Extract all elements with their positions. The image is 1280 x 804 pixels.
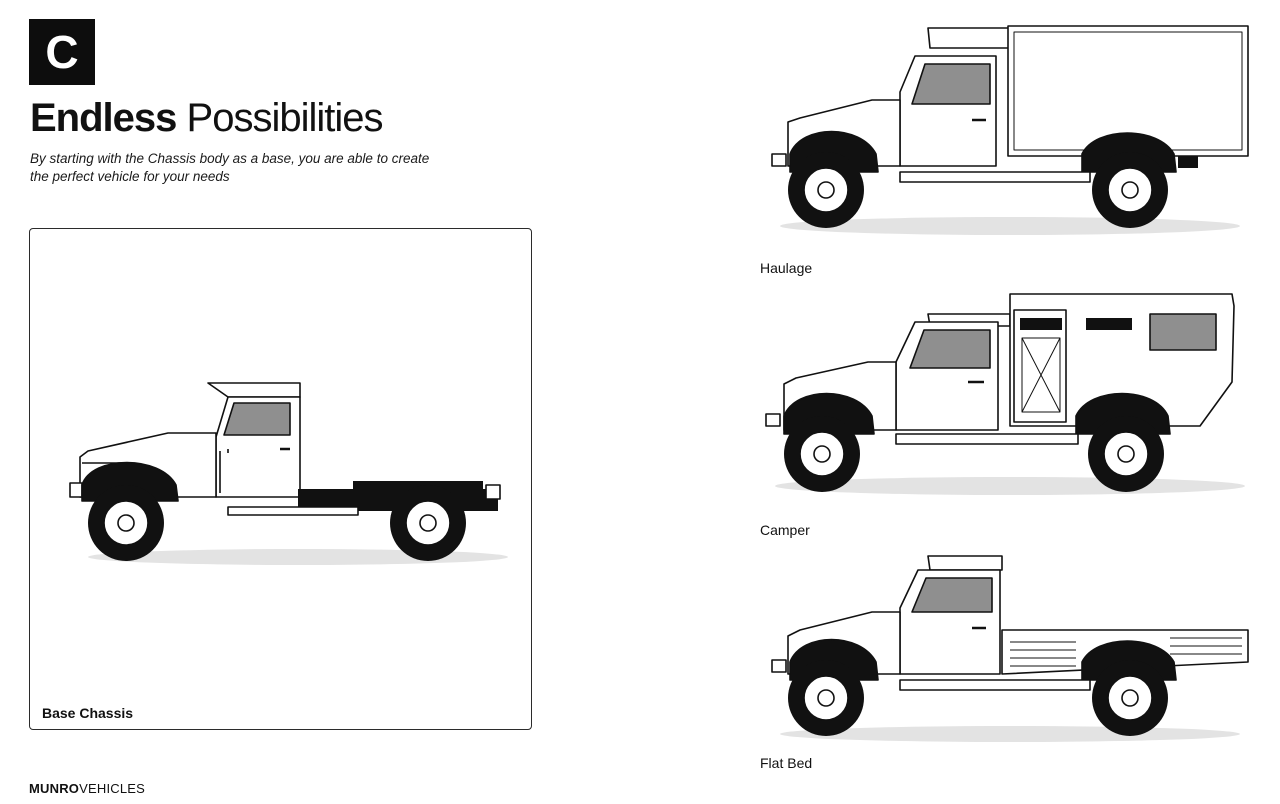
- brand-logo: MUNROVEHICLES: [29, 781, 145, 796]
- section-badge-letter: C: [45, 26, 79, 78]
- variant-camper-label: Camper: [760, 522, 810, 538]
- variant-camper: Camper: [760, 286, 1260, 548]
- variant-haulage: Haulage: [760, 22, 1260, 284]
- page-title-bold: Endless: [30, 96, 177, 140]
- flatbed-truck-illustration: [771, 555, 1249, 742]
- variant-flatbed-label: Flat Bed: [760, 755, 813, 771]
- intro-text: By starting with the Chassis body as a b…: [30, 151, 430, 184]
- camper-truck-illustration: [765, 293, 1245, 495]
- base-chassis-card: Base Chassis: [29, 228, 532, 730]
- brand-logo-bold: MUNRO: [29, 781, 80, 796]
- brand-logo-light: VEHICLES: [79, 781, 146, 796]
- section-badge: C: [29, 19, 95, 85]
- page-title: Endless Possibilities: [30, 96, 383, 140]
- haulage-truck-illustration: [771, 25, 1249, 235]
- base-chassis-label: Base Chassis: [42, 705, 134, 721]
- variant-flatbed: Flat Bed: [760, 550, 1260, 782]
- variant-haulage-label: Haulage: [760, 260, 813, 276]
- base-chassis-illustration: [69, 382, 508, 565]
- page-title-light: Possibilities: [186, 96, 384, 140]
